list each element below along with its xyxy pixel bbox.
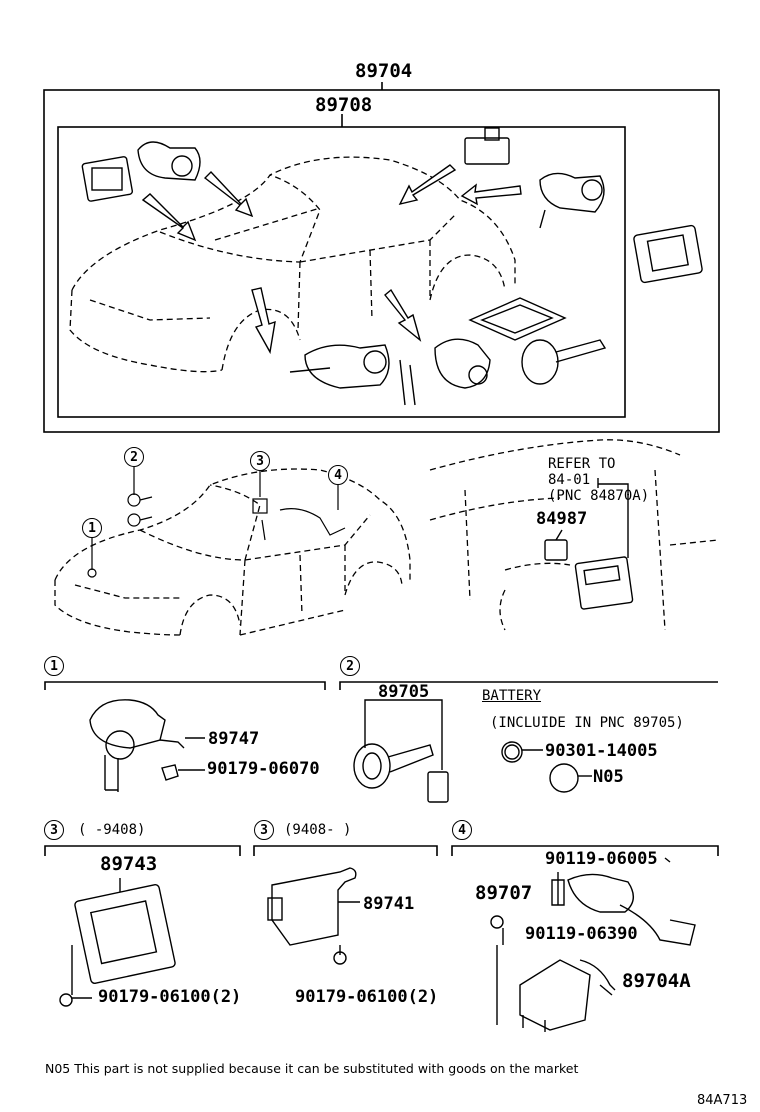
label-84987: 84987 bbox=[536, 509, 588, 529]
section4-drawing bbox=[490, 857, 696, 1032]
lower-car-outline bbox=[54, 468, 411, 636]
diagram-code: 84A713 bbox=[697, 1093, 748, 1108]
section4-marker: 4 bbox=[452, 820, 472, 840]
section1-bracket bbox=[44, 681, 326, 690]
section4-bracket bbox=[451, 845, 719, 856]
label-89741: 89741 bbox=[363, 894, 415, 914]
callout-marker-1: 1 bbox=[82, 518, 102, 538]
callout-marker-3: 3 bbox=[250, 451, 270, 471]
footnote: N05 This part is not supplied because it… bbox=[45, 1061, 579, 1076]
label-89747: 89747 bbox=[208, 729, 260, 749]
section3b-range: (9408- ) bbox=[284, 822, 352, 838]
label-90179-06100-a: 90179-06100(2) bbox=[98, 987, 242, 1007]
section3a-drawing bbox=[59, 878, 176, 1007]
label-89705: 89705 bbox=[378, 682, 430, 702]
top-car-parts bbox=[81, 127, 703, 406]
top-car-outline bbox=[69, 156, 516, 373]
label-battery: BATTERY bbox=[482, 688, 542, 704]
section2-drawing bbox=[353, 699, 592, 803]
callout-marker-4: 4 bbox=[328, 465, 348, 485]
label-90301-14005: 90301-14005 bbox=[545, 741, 658, 761]
label-90179-06100-b: 90179-06100(2) bbox=[295, 987, 439, 1007]
door-parts bbox=[544, 478, 634, 610]
refer-line-2: 84-01 bbox=[548, 472, 591, 488]
section3b-drawing bbox=[267, 867, 360, 965]
refer-line-3: (PNC 84870A) bbox=[548, 488, 650, 504]
top-car-arrows bbox=[141, 164, 522, 355]
section3b-marker: 3 bbox=[254, 820, 274, 840]
label-assembly-main: 89704 bbox=[355, 60, 413, 82]
label-89704a: 89704A bbox=[622, 970, 691, 992]
assembly-outer-frame bbox=[43, 89, 720, 433]
label-n05: N05 bbox=[593, 767, 624, 787]
section3a-bracket bbox=[44, 845, 241, 856]
label-90119-06390: 90119-06390 bbox=[525, 924, 638, 944]
label-assembly-sub: 89708 bbox=[315, 94, 373, 116]
section3a-marker: 3 bbox=[44, 820, 64, 840]
label-battery-note: (INCLUIDE IN PNC 89705) bbox=[490, 715, 684, 731]
refer-line-1: REFER TO bbox=[548, 456, 616, 472]
label-89743: 89743 bbox=[100, 853, 158, 875]
lower-car-callout-lines bbox=[87, 467, 346, 578]
section1-marker: 1 bbox=[44, 656, 64, 676]
label-89707: 89707 bbox=[475, 882, 533, 904]
section3b-bracket bbox=[253, 845, 438, 856]
label-90119-06005: 90119-06005 bbox=[545, 849, 658, 869]
assembly-inner-frame bbox=[57, 126, 626, 418]
section2-bracket bbox=[339, 681, 718, 690]
section2-marker: 2 bbox=[340, 656, 360, 676]
label-90179-06070: 90179-06070 bbox=[207, 759, 320, 779]
section3a-range: ( -9408) bbox=[78, 822, 146, 838]
callout-marker-2: 2 bbox=[124, 447, 144, 467]
door-view bbox=[429, 439, 719, 631]
section1-drawing bbox=[89, 699, 205, 792]
